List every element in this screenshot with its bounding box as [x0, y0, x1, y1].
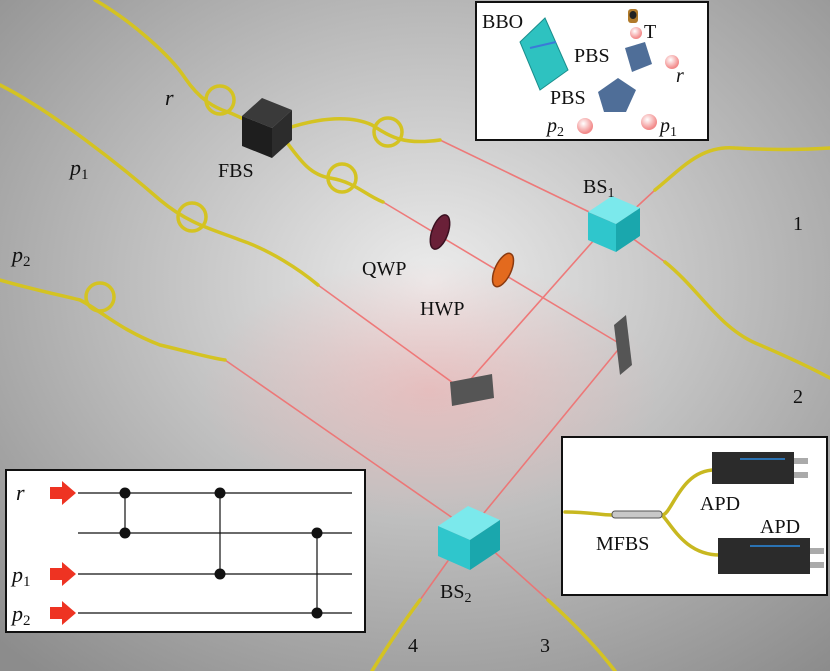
label-qwp: QWP — [362, 258, 406, 280]
inset-label-apd-top: APD — [700, 493, 740, 515]
input-arrow-p2 — [50, 601, 76, 625]
fiber-output-3 — [546, 598, 617, 671]
fiber-fbs-to-bs1 — [286, 117, 442, 144]
pbs-bottom-cube — [598, 78, 636, 112]
label-p2: p2 — [10, 242, 31, 270]
pbs-top-cube — [625, 42, 652, 72]
label-p1: p1 — [68, 155, 89, 183]
fiber-output-2 — [663, 260, 830, 380]
label-output-3: 3 — [540, 635, 550, 657]
fiber-fbs-to-qwp — [283, 138, 385, 204]
control-dot — [214, 487, 226, 499]
circuit-label-p1: p1 — [10, 562, 31, 590]
hwp-plate — [491, 252, 515, 288]
mfbs-coupler — [611, 510, 663, 519]
mirror-bottom — [450, 374, 494, 406]
inset-label-pbs-top: PBS — [574, 45, 610, 67]
label-r: r — [165, 85, 174, 110]
source-inset: BBO T PBS PBS r p2 p1 — [475, 1, 709, 141]
control-dot — [311, 527, 323, 539]
input-arrow-p1 — [50, 562, 76, 586]
bbo-crystal — [519, 17, 569, 91]
laser-glow — [200, 260, 660, 520]
input-arrow-r — [50, 481, 76, 505]
qwp-plate — [429, 214, 451, 250]
control-dot — [119, 527, 131, 539]
apd-bottom-device — [718, 538, 824, 574]
label-output-4: 4 — [408, 635, 418, 657]
inset-label-p1: p1 — [658, 115, 677, 140]
inset-label-mfbs: MFBS — [596, 533, 649, 555]
fiber-p2-input — [0, 278, 227, 362]
detector-inset: APD APD MFBS — [561, 436, 828, 596]
fbs-device — [242, 98, 292, 158]
circuit-label-r: r — [16, 480, 25, 505]
mirror-right — [614, 315, 632, 375]
control-dot — [311, 607, 323, 619]
circuit-inset: r p1 p2 — [5, 469, 366, 633]
apd-top-device — [712, 452, 808, 484]
inset-label-bbo: BBO — [482, 11, 523, 33]
circuit-label-p2: p2 — [10, 601, 31, 629]
inset-label-r: r — [676, 65, 684, 87]
label-output-1: 1 — [793, 213, 803, 235]
inset-label-t: T — [644, 21, 656, 43]
fiber-output-1 — [653, 146, 830, 192]
fiber-output-4 — [370, 598, 422, 671]
inset-label-apd-bottom: APD — [760, 516, 800, 538]
bs1-cube — [588, 196, 640, 252]
label-fbs: FBS — [218, 160, 254, 182]
label-bs1: BS1 — [583, 176, 614, 201]
bs2-cube — [438, 506, 500, 570]
control-dot — [119, 487, 131, 499]
control-dot — [214, 568, 226, 580]
trigger-detector — [628, 9, 638, 23]
label-hwp: HWP — [420, 298, 464, 320]
inset-label-pbs-bottom: PBS — [550, 87, 586, 109]
inset-label-p2: p2 — [545, 115, 564, 140]
label-output-2: 2 — [793, 386, 803, 408]
label-bs2: BS2 — [440, 581, 471, 606]
fiber-p1-input — [0, 83, 320, 287]
